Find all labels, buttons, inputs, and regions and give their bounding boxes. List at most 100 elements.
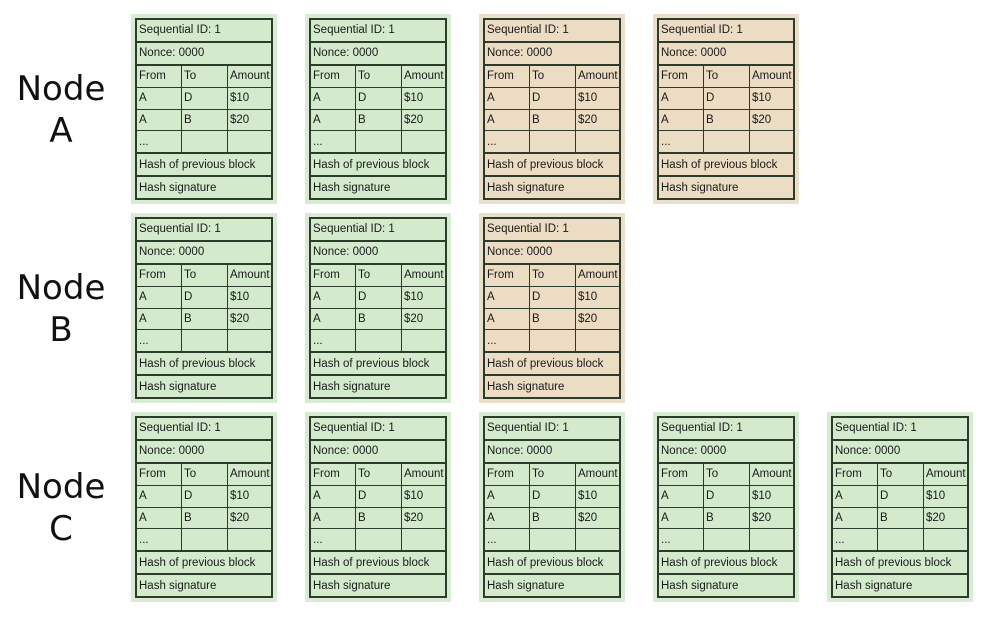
transaction-row-cell: B <box>530 308 576 330</box>
transaction-row-cell: A <box>485 87 530 109</box>
transaction-row-cell: $20 <box>404 511 424 524</box>
sequential-id: Sequential ID: 1 <box>313 422 395 435</box>
hash-signature-row: Hash signature <box>137 575 271 596</box>
nonce: Nonce: 0000 <box>313 246 379 259</box>
transaction-row-cell <box>182 131 228 153</box>
transaction-row-cell: $20 <box>404 312 424 325</box>
transaction-row-cell: ... <box>659 529 704 551</box>
previous-hash: Hash of previous block <box>139 158 256 171</box>
transaction-row-cell <box>182 330 228 352</box>
transaction-row-cell: A <box>485 308 530 330</box>
table-header-cell: To <box>356 65 402 87</box>
transaction-row-cell: A <box>311 507 356 529</box>
hash-signature-row: Hash signature <box>659 177 793 198</box>
table-header-cell: From <box>833 463 878 485</box>
sequential-id: Sequential ID: 1 <box>661 24 743 37</box>
previous-hash-row: Hash of previous block <box>485 154 619 178</box>
table-header-cell: To <box>530 463 576 485</box>
transaction-row-cell: B <box>530 109 576 131</box>
transaction-row-cell: A <box>311 308 356 330</box>
transaction-row-cell: $10 <box>404 92 424 105</box>
transaction-row-cell: D <box>356 87 402 109</box>
transaction-row-cell <box>402 330 445 351</box>
node-label-letter: C <box>49 509 73 549</box>
hash-signature-row: Hash signature <box>137 376 271 397</box>
transaction-row-cell <box>576 330 619 351</box>
transaction-row-cell <box>530 529 576 551</box>
table-header-cell: To <box>356 264 402 286</box>
node-label-word: Node <box>16 467 106 507</box>
transaction-row-cell <box>530 131 576 153</box>
table-header-cell: From <box>485 264 530 286</box>
transaction-row-cell: ... <box>137 330 182 352</box>
sequential-id: Sequential ID: 1 <box>661 422 743 435</box>
table-header-cell: Amount <box>230 269 270 282</box>
table-header-cell: To <box>356 463 402 485</box>
transaction-row: ... <box>485 330 619 354</box>
sequential-id: Sequential ID: 1 <box>313 24 395 37</box>
table-header-cell: From <box>137 463 182 485</box>
previous-hash-row: Hash of previous block <box>659 552 793 576</box>
hash-signature-row: Hash signature <box>659 575 793 596</box>
sequential-id: Sequential ID: 1 <box>139 223 221 236</box>
hash-signature-row: Hash signature <box>311 177 445 198</box>
table-header-cell: Amount <box>230 468 270 481</box>
transaction-row: ... <box>485 529 619 553</box>
hash-signature: Hash signature <box>139 380 217 393</box>
transaction-row-cell <box>228 131 271 152</box>
table-header-cell: Amount <box>578 269 618 282</box>
transaction-row-cell <box>402 529 445 550</box>
transaction-row-cell: B <box>356 109 402 131</box>
table-header-cell: To <box>530 65 576 87</box>
transaction-row-cell: A <box>485 507 530 529</box>
table-header-cell: From <box>485 463 530 485</box>
nonce: Nonce: 0000 <box>661 47 727 60</box>
nonce: Nonce: 0000 <box>487 47 553 60</box>
transaction-row-cell: B <box>704 507 750 529</box>
previous-hash: Hash of previous block <box>487 158 604 171</box>
table-header-cell: Amount <box>578 468 618 481</box>
transaction-row: ... <box>311 330 445 354</box>
nonce: Nonce: 0000 <box>139 47 205 60</box>
table-header-cell: To <box>704 65 750 87</box>
previous-hash-row: Hash of previous block <box>659 154 793 178</box>
transaction-row-cell: ... <box>659 131 704 153</box>
hash-signature: Hash signature <box>313 380 391 393</box>
table-header-cell: Amount <box>578 70 618 83</box>
hash-signature-row: Hash signature <box>311 376 445 397</box>
transaction-row-cell: $10 <box>404 490 424 503</box>
nonce: Nonce: 0000 <box>487 246 553 259</box>
sequential-id: Sequential ID: 1 <box>139 422 221 435</box>
nonce-row: Nonce: 0000 <box>311 242 445 265</box>
previous-hash: Hash of previous block <box>487 357 604 370</box>
previous-hash: Hash of previous block <box>313 357 430 370</box>
transaction-row: ... <box>659 131 793 155</box>
transaction-row-cell: B <box>878 507 924 529</box>
transaction-row-cell <box>228 529 271 550</box>
table-header-cell: To <box>182 463 228 485</box>
transaction-row-cell: B <box>182 308 228 330</box>
sequential-id-row: Sequential ID: 1 <box>659 418 793 441</box>
sequential-id: Sequential ID: 1 <box>487 223 569 236</box>
transaction-row-cell: A <box>137 308 182 330</box>
previous-hash-row: Hash of previous block <box>833 552 967 576</box>
nonce-row: Nonce: 0000 <box>659 43 793 66</box>
transaction-row-cell: D <box>182 87 228 109</box>
